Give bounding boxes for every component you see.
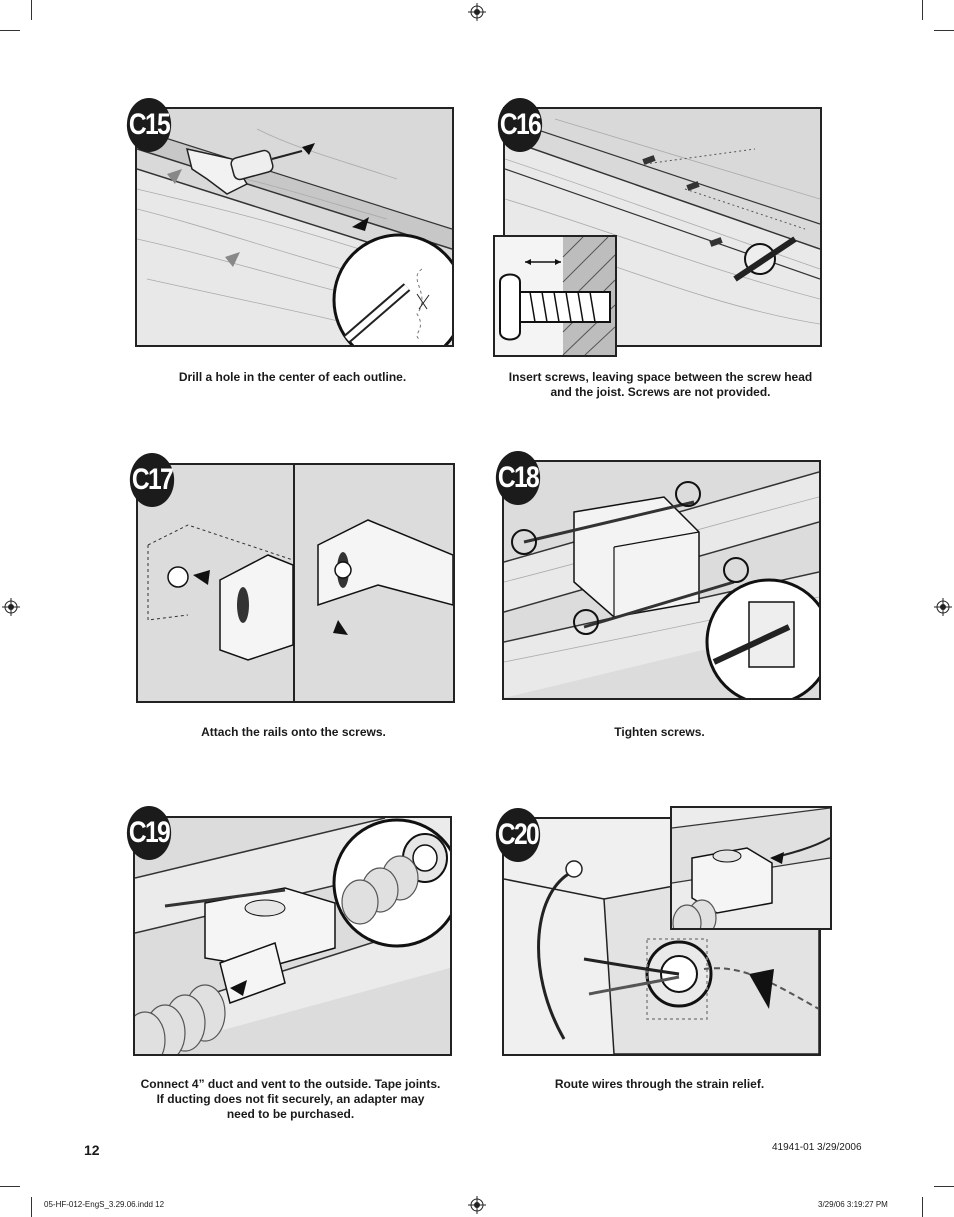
step-badge-c19: C19 (126, 806, 172, 860)
crop-mark (922, 0, 923, 20)
timestamp: 3/29/06 3:19:27 PM (818, 1200, 888, 1209)
step-badge-c18: C18 (495, 451, 541, 505)
crop-mark (0, 30, 20, 31)
step-badge-c16: C16 (497, 98, 543, 152)
page-number: 12 (84, 1142, 100, 1158)
illustration-c17-attach-rails (136, 463, 455, 703)
step-badge-c15: C15 (126, 98, 172, 152)
caption-c16: Insert screws, leaving space between the… (508, 370, 813, 399)
screw-gap-detail-inset (493, 235, 617, 357)
caption-c17: Attach the rails onto the screws. (201, 725, 386, 739)
registration-mark-icon (468, 3, 486, 21)
crop-mark (934, 30, 954, 31)
registration-mark-icon (2, 598, 20, 616)
registration-mark-icon (934, 598, 952, 616)
caption-c19: Connect 4” duct and vent to the outside.… (140, 1077, 441, 1121)
caption-c18: Tighten screws. (614, 725, 705, 739)
registration-mark-icon (468, 1196, 486, 1214)
file-slug: 05-HF-012-EngS_3.29.06.indd 12 (44, 1200, 165, 1209)
crop-mark (31, 0, 32, 20)
crop-mark (0, 1186, 20, 1187)
step-badge-c17: C17 (129, 453, 175, 507)
crop-mark (934, 1186, 954, 1187)
drill-icon (185, 148, 303, 195)
attic-detail-inset (670, 806, 832, 930)
caption-c20: Route wires through the strain relief. (554, 1077, 765, 1091)
caption-c15: Drill a hole in the center of each outli… (178, 370, 407, 384)
illustration-c18-tighten-screws (502, 460, 821, 700)
document-code: 41941-01 3/29/2006 (772, 1142, 862, 1153)
crop-mark (31, 1197, 32, 1217)
illustration-c15-drill-holes (135, 107, 454, 347)
crop-mark (922, 1197, 923, 1217)
illustration-c19-connect-duct (133, 816, 452, 1056)
step-badge-c20: C20 (495, 808, 541, 862)
